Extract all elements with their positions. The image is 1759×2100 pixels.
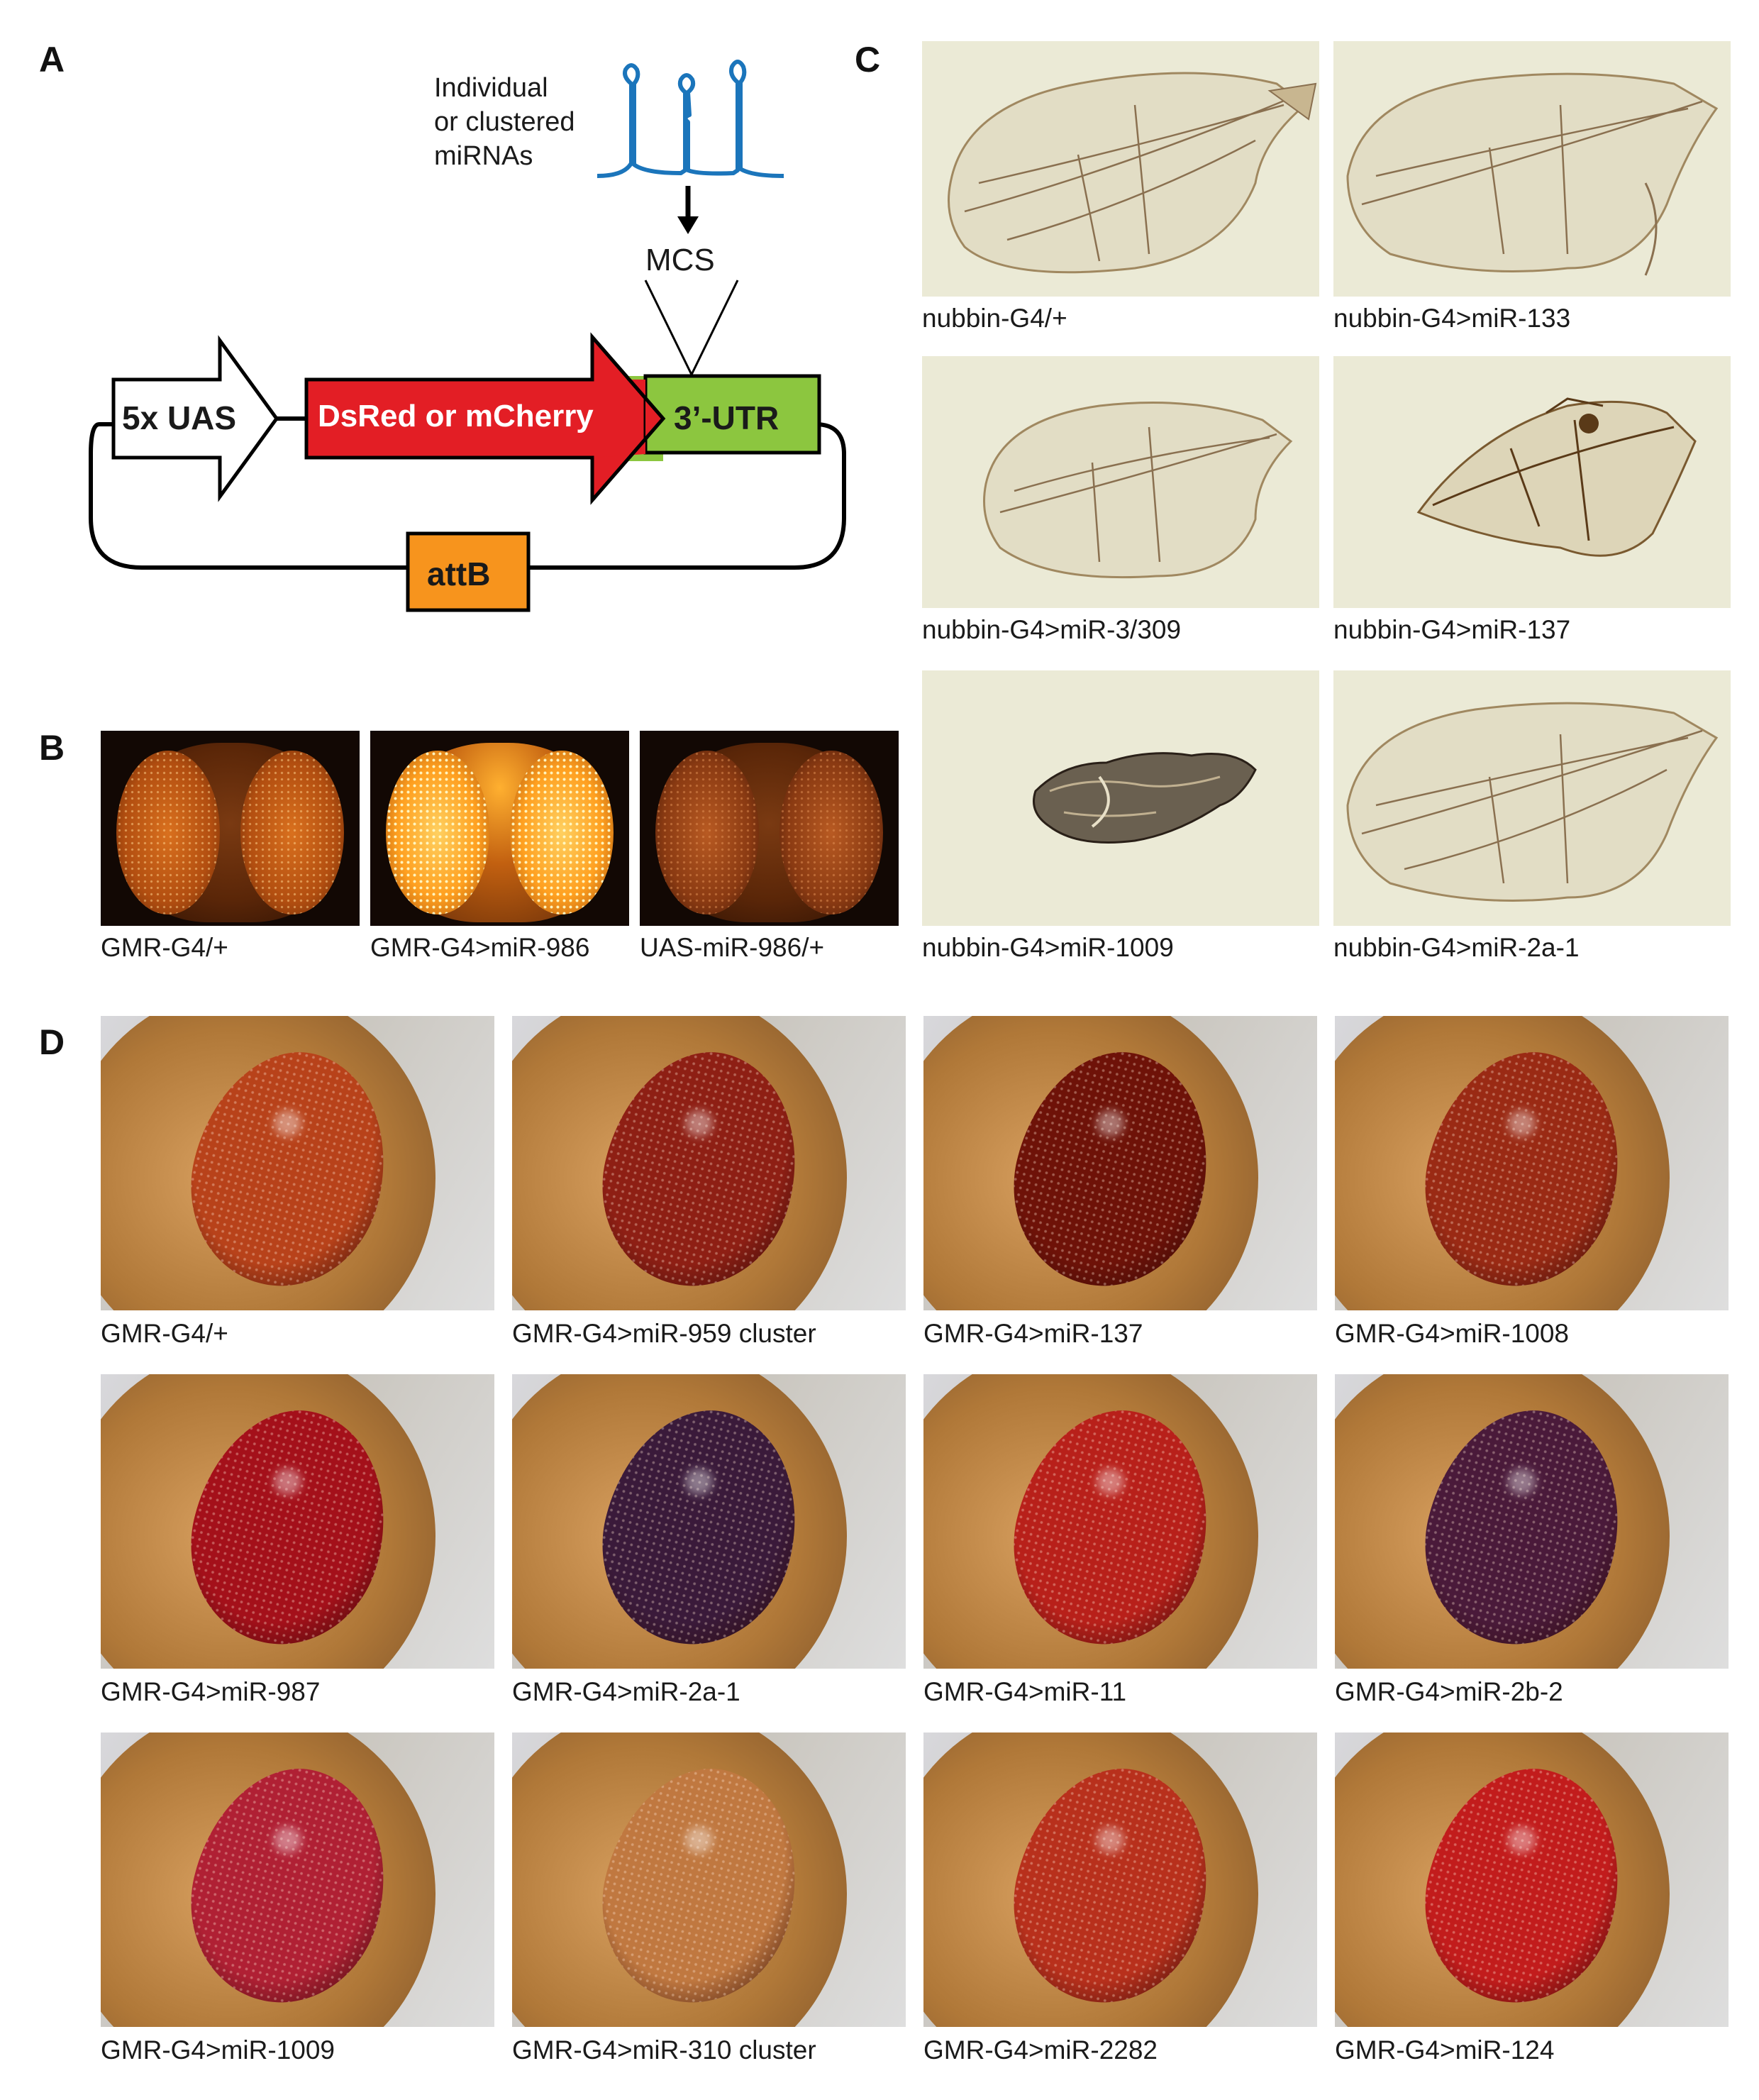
panel-b-caption: GMR-G4/+ bbox=[101, 933, 228, 962]
plasmid-backbone bbox=[89, 422, 846, 570]
panel-letter-a: A bbox=[39, 40, 65, 79]
panel-d-caption: GMR-G4>miR-2a-1 bbox=[512, 1677, 740, 1706]
panel-d-caption: GMR-G4>miR-987 bbox=[101, 1677, 321, 1706]
fluorescent-head-image bbox=[101, 731, 360, 926]
miRNA-hairpin-icon bbox=[596, 60, 784, 178]
fly-eye-image bbox=[101, 1374, 494, 1669]
fly-eye-image bbox=[1335, 1732, 1729, 2027]
panel-d-caption: GMR-G4/+ bbox=[101, 1319, 228, 1348]
panel-b-caption: UAS-miR-986/+ bbox=[640, 933, 825, 962]
fly-eye-image bbox=[512, 1016, 906, 1310]
wing-image bbox=[1333, 356, 1731, 608]
panel-d-caption: GMR-G4>miR-2b-2 bbox=[1335, 1677, 1563, 1706]
miRNA-label-line: Individual bbox=[434, 73, 548, 103]
wing-image bbox=[1333, 670, 1731, 926]
panel-c-caption: nubbin-G4>miR-2a-1 bbox=[1333, 933, 1580, 962]
wing-image bbox=[922, 670, 1319, 926]
fly-eye-image bbox=[101, 1016, 494, 1310]
panel-letter-d: D bbox=[39, 1022, 65, 1062]
fly-eye-image bbox=[512, 1732, 906, 2027]
reporter-label: DsRed or mCherry bbox=[318, 399, 594, 433]
mcs-label: MCS bbox=[645, 243, 715, 277]
fly-eye-image bbox=[1335, 1016, 1729, 1310]
panel-d-caption: GMR-G4>miR-310 cluster bbox=[512, 2035, 816, 2065]
miRNA-label: Individual or clustered miRNAs bbox=[434, 71, 575, 173]
panel-c-caption: nubbin-G4>miR-3/309 bbox=[922, 615, 1182, 644]
uas-arrow-shape bbox=[111, 335, 279, 502]
panel-c-caption: nubbin-G4>miR-133 bbox=[1333, 304, 1571, 333]
fly-eye-image bbox=[923, 1016, 1317, 1310]
attb-box-shape bbox=[406, 531, 531, 612]
panel-c-caption: nubbin-G4/+ bbox=[922, 304, 1067, 333]
fly-eye-image bbox=[512, 1374, 906, 1669]
wing-image bbox=[922, 356, 1319, 608]
panel-b-caption: GMR-G4>miR-986 bbox=[370, 933, 590, 962]
panel-c-caption: nubbin-G4>miR-137 bbox=[1333, 615, 1571, 644]
attb-label: attB bbox=[427, 556, 491, 592]
wing-image bbox=[922, 41, 1319, 297]
panel-d-caption: GMR-G4>miR-1008 bbox=[1335, 1319, 1570, 1348]
panel-c-caption: nubbin-G4>miR-1009 bbox=[922, 933, 1174, 962]
fluorescent-head-image bbox=[640, 731, 899, 926]
fly-eye-image bbox=[101, 1732, 494, 2027]
fly-eye-image bbox=[923, 1732, 1317, 2027]
panel-d-caption: GMR-G4>miR-2282 bbox=[923, 2035, 1158, 2065]
miRNA-label-line: miRNAs bbox=[434, 141, 533, 171]
panel-letter-c: C bbox=[855, 40, 881, 79]
fly-eye-image bbox=[1335, 1374, 1729, 1669]
panel-d-caption: GMR-G4>miR-137 bbox=[923, 1319, 1143, 1348]
utr-label: 3’-UTR bbox=[674, 399, 779, 436]
fly-eye-image bbox=[923, 1374, 1317, 1669]
panel-d-caption: GMR-G4>miR-1009 bbox=[101, 2035, 335, 2065]
panel-d-caption: GMR-G4>miR-11 bbox=[923, 1677, 1127, 1706]
panel-letter-b: B bbox=[39, 728, 65, 768]
panel-d-caption: GMR-G4>miR-124 bbox=[1335, 2035, 1555, 2065]
plasmid-construct-diagram bbox=[89, 60, 846, 612]
wing-image bbox=[1333, 41, 1731, 297]
fluorescent-head-image bbox=[370, 731, 629, 926]
uas-label: 5x UAS bbox=[122, 399, 237, 436]
panel-d-caption: GMR-G4>miR-959 cluster bbox=[512, 1319, 816, 1348]
miRNA-label-line: or clustered bbox=[434, 107, 575, 137]
